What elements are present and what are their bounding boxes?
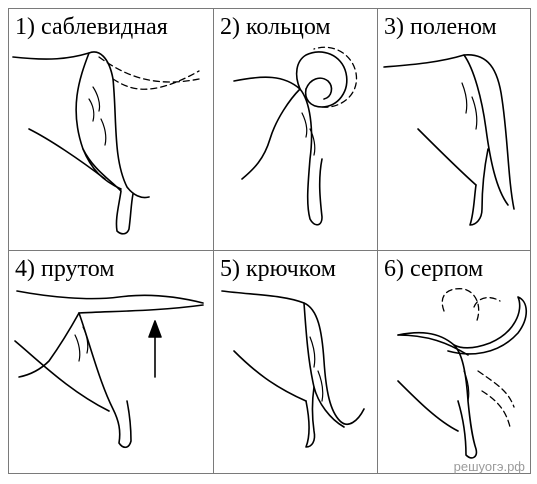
cell-sabre: 1) саблевидная	[9, 9, 213, 250]
rod-tail-illustration	[9, 251, 213, 473]
cell-log: 3) поленом	[378, 9, 530, 250]
cell-hook: 5) крючком	[214, 251, 377, 473]
cell-ring: 2) кольцом	[214, 9, 377, 250]
cell-sickle: 6) серпом	[378, 251, 530, 473]
cell-rod: 4) прутом	[9, 251, 213, 473]
sickle-tail-illustration	[378, 251, 530, 473]
log-tail-illustration	[378, 9, 530, 250]
hook-tail-illustration	[214, 251, 377, 473]
watermark: решуогэ.рф	[454, 459, 525, 474]
ring-tail-illustration	[214, 9, 377, 250]
sabre-tail-illustration	[9, 9, 213, 250]
